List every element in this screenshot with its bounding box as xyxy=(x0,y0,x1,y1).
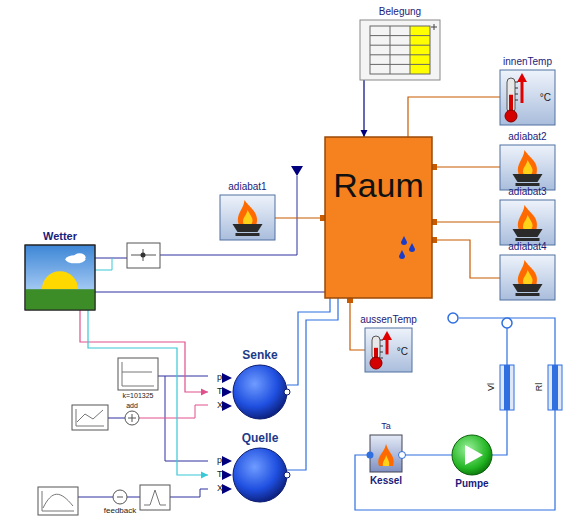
boiler-block: TaKessel xyxy=(370,435,402,472)
connector xyxy=(432,240,500,278)
connector-line xyxy=(363,80,364,137)
connector-line xyxy=(432,240,500,278)
limiter-block xyxy=(140,485,170,510)
temp-icon xyxy=(500,70,555,125)
connector-line xyxy=(275,217,325,218)
temp-icon xyxy=(365,328,412,372)
flame-icon xyxy=(500,255,555,300)
port-name: p xyxy=(217,456,222,466)
port-circle xyxy=(502,318,512,328)
room-block: Raum xyxy=(325,137,432,298)
connector-line xyxy=(432,221,500,222)
unit-text: Kessel xyxy=(370,475,402,486)
port-name: X xyxy=(217,401,223,411)
pump-symbol: Pumpe xyxy=(452,435,492,475)
connector xyxy=(88,310,208,479)
node-name: Raum xyxy=(333,167,424,204)
node-name: Wetter xyxy=(43,230,77,242)
occupancy-table-shape xyxy=(360,20,440,80)
input-port xyxy=(291,166,303,176)
weather-block: Wetter xyxy=(25,245,95,310)
unit-text: °C xyxy=(397,346,408,357)
heat-source-icon-shape xyxy=(220,195,275,240)
room-icon xyxy=(325,137,432,298)
port-name: X xyxy=(217,484,223,494)
arrow-head xyxy=(201,472,208,479)
connector-line xyxy=(408,97,500,137)
port-name: p xyxy=(217,373,222,383)
connector-line xyxy=(287,298,338,470)
node-name: adiabat3 xyxy=(508,186,546,197)
port-name: T xyxy=(217,470,223,480)
pipe-symbol xyxy=(500,365,562,410)
node-name: Belegung xyxy=(379,6,421,17)
junction-block xyxy=(127,243,160,268)
boiler-icon xyxy=(367,435,406,472)
block-name: feedback xyxy=(104,507,136,516)
heat-source-icon-shape xyxy=(500,200,555,245)
node-name: Senke xyxy=(242,349,277,362)
heat-source-icon: adiabat1 xyxy=(220,195,275,240)
pump-icon xyxy=(452,435,492,475)
pipe-name: Vl xyxy=(487,383,497,391)
connector-line xyxy=(287,298,330,385)
weather-block-shape xyxy=(25,245,95,310)
flame-icon xyxy=(500,145,555,190)
temperature-sensor: innenTemp°C xyxy=(500,70,555,125)
heat-source-icon: adiabat4 xyxy=(500,255,555,300)
pipe-name: Rl xyxy=(535,383,545,392)
connector-line xyxy=(95,291,325,292)
connector xyxy=(408,97,500,137)
source-block xyxy=(38,487,78,515)
feedback-block xyxy=(113,490,127,504)
table-block xyxy=(72,405,108,430)
room-block-shape xyxy=(325,137,432,298)
unit-text: °C xyxy=(540,92,551,103)
weather-icon xyxy=(25,245,95,310)
node-name: adiabat1 xyxy=(228,181,266,192)
add-block xyxy=(125,411,139,425)
heating-loop xyxy=(355,318,555,510)
node-name: adiabat4 xyxy=(508,241,546,252)
heat-source-icon: adiabat2 xyxy=(500,145,555,190)
flame-icon xyxy=(220,195,275,240)
node-name: aussenTemp xyxy=(360,314,417,325)
node-name: adiabat2 xyxy=(508,131,546,142)
connector xyxy=(287,298,338,470)
arrow-head xyxy=(361,130,368,137)
arrow-head xyxy=(201,389,208,396)
source-icon xyxy=(222,365,290,419)
connector-line xyxy=(88,310,208,475)
connector-line xyxy=(80,310,208,392)
table-icon xyxy=(360,20,440,80)
occupancy-table: Belegung xyxy=(360,20,440,80)
heat-source-icon-shape xyxy=(500,255,555,300)
block-name: add xyxy=(126,402,138,410)
node-name: Ta xyxy=(381,422,391,432)
connector xyxy=(287,298,330,385)
connector xyxy=(432,222,500,223)
heat-source-icon-shape xyxy=(500,145,555,190)
node-name: Quelle xyxy=(242,432,279,445)
heat-source-icon: adiabat3 xyxy=(500,200,555,245)
flame-icon xyxy=(500,200,555,245)
connector-line xyxy=(402,454,452,455)
connector xyxy=(95,292,325,293)
const-block xyxy=(118,358,158,390)
connector xyxy=(80,310,208,396)
connector xyxy=(275,218,325,219)
node-name: Pumpe xyxy=(455,478,488,489)
connector xyxy=(432,167,500,168)
port-circle xyxy=(448,313,458,323)
temperature-sensor: aussenTemp°C xyxy=(365,328,412,372)
boiler-block-shape xyxy=(370,435,402,472)
connector xyxy=(361,80,368,137)
node-name: innenTemp xyxy=(503,56,552,67)
pump-symbol-shape xyxy=(452,435,492,475)
parameter-value: k=101325 xyxy=(123,392,154,400)
source-icon xyxy=(222,448,290,502)
connector-line xyxy=(432,166,500,167)
port-name: T xyxy=(217,387,223,397)
connector xyxy=(402,455,452,456)
